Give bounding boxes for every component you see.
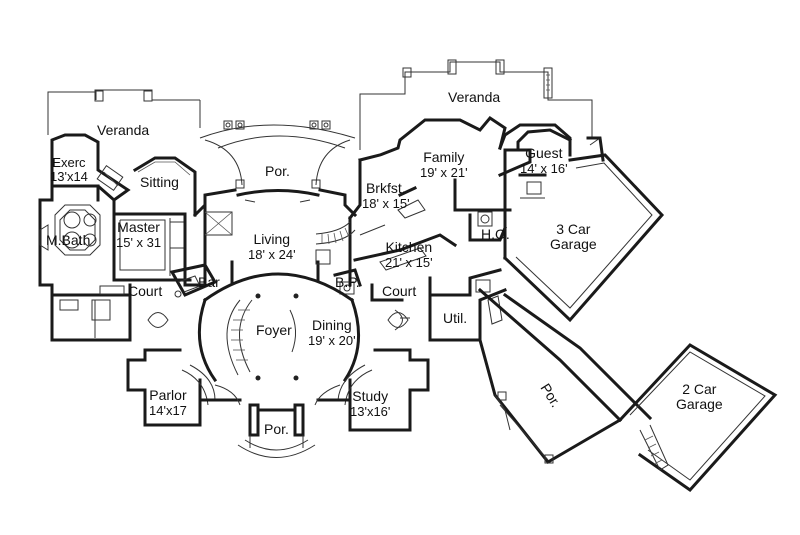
foyer-rotunda — [197, 272, 361, 383]
bar-area — [169, 263, 218, 298]
study-walls — [314, 348, 430, 432]
room-label-sitting: Sitting — [140, 174, 179, 190]
room-label-foyer: Foyer — [256, 322, 292, 338]
util-court — [394, 268, 507, 342]
master-bath-fixtures — [39, 204, 101, 256]
exercise-fixtures — [96, 165, 124, 191]
room-label-brkfst: Brkfst.18' x 15' — [362, 180, 410, 212]
room-label-court-right: Court — [382, 283, 417, 299]
sitting-bay — [137, 161, 191, 176]
front-porch — [237, 403, 316, 458]
veranda-left-outline — [47, 89, 201, 135]
room-label-veranda-right: Veranda — [448, 89, 501, 105]
room-label-por-top: Por. — [265, 163, 290, 179]
room-label-veranda-left: Veranda — [97, 122, 150, 138]
veranda-right-outline — [359, 59, 593, 150]
room-label-bar: Bar — [198, 274, 220, 290]
living-room — [230, 189, 320, 284]
parlor-walls — [126, 348, 242, 427]
room-label-util: Util. — [443, 310, 468, 326]
top-porch — [199, 120, 356, 189]
garage-2car-walls — [617, 343, 778, 492]
room-label-ho: H.O. — [481, 226, 510, 242]
room-label-court-left: Court — [128, 283, 163, 299]
living-stair — [315, 221, 356, 265]
room-label-mbath: M.Bath — [46, 232, 91, 248]
master-wing-walls — [38, 133, 197, 342]
garage-3car-walls — [502, 136, 665, 323]
room-label-bp: B.P. — [335, 274, 360, 290]
side-porch — [477, 287, 653, 464]
court-ornaments — [147, 312, 409, 328]
guest-walls — [516, 128, 573, 199]
central-walls — [183, 188, 358, 287]
room-label-por-front: Por. — [264, 421, 289, 437]
